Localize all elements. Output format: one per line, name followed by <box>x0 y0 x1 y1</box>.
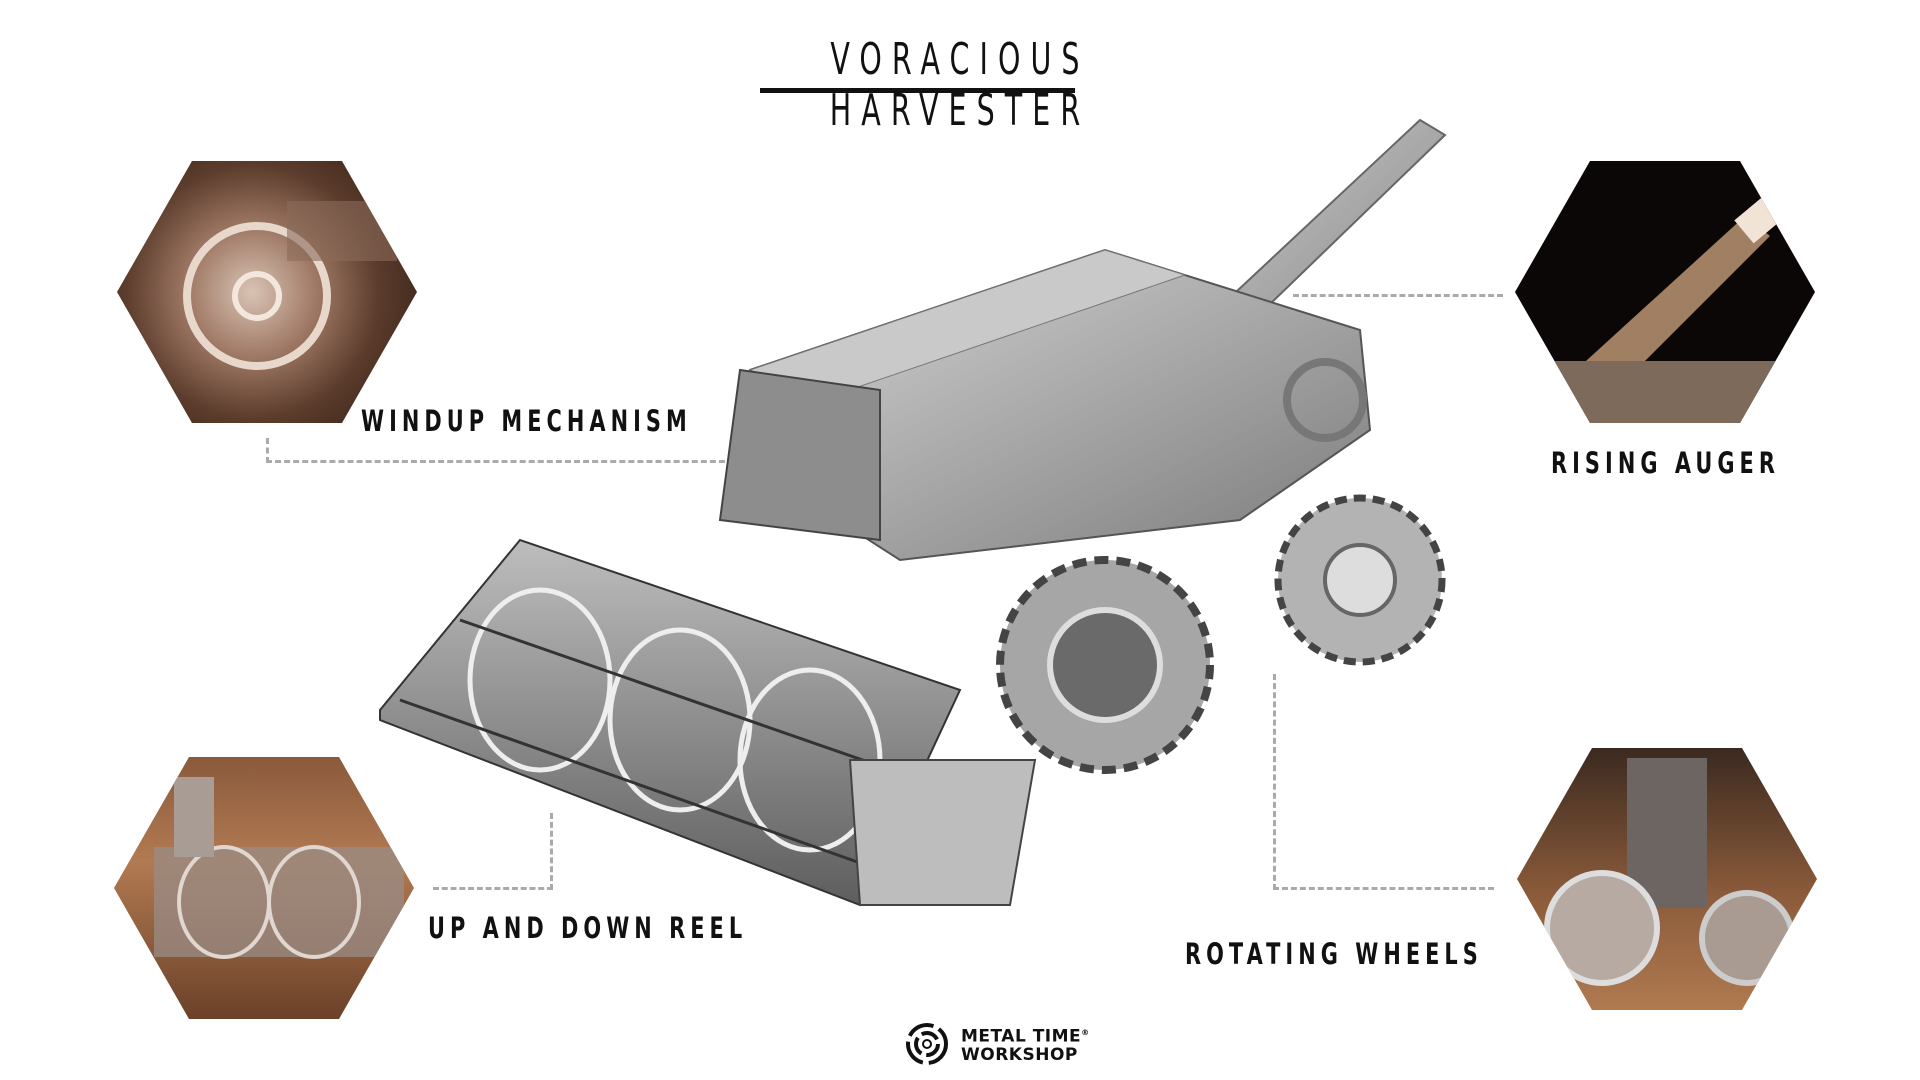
brand-name-line1: METAL TIME <box>961 1026 1082 1047</box>
wheels-connector <box>1273 674 1494 890</box>
up-down-reel-label: UP AND DOWN REEL <box>428 911 748 945</box>
page-title: VORACIOUS HARVESTER <box>829 34 1091 136</box>
wheels-photo <box>1517 748 1817 1010</box>
reel-connector <box>433 813 553 890</box>
reel-photo <box>114 757 414 1019</box>
auger-connector <box>1293 294 1503 297</box>
brand-logo: METAL TIME® WORKSHOP <box>905 1022 1090 1066</box>
windup-mechanism-label: WINDUP MECHANISM <box>361 404 692 438</box>
title-underline <box>760 88 1075 93</box>
cabin <box>718 368 881 542</box>
brand-name-line2: WORKSHOP <box>961 1045 1078 1066</box>
rising-auger-label: RISING AUGER <box>1551 446 1780 480</box>
registered-mark: ® <box>1081 1027 1090 1037</box>
windup-connector <box>266 438 734 463</box>
brand-logo-icon <box>906 1023 948 1065</box>
rotating-wheels-label: ROTATING WHEELS <box>1185 937 1483 971</box>
